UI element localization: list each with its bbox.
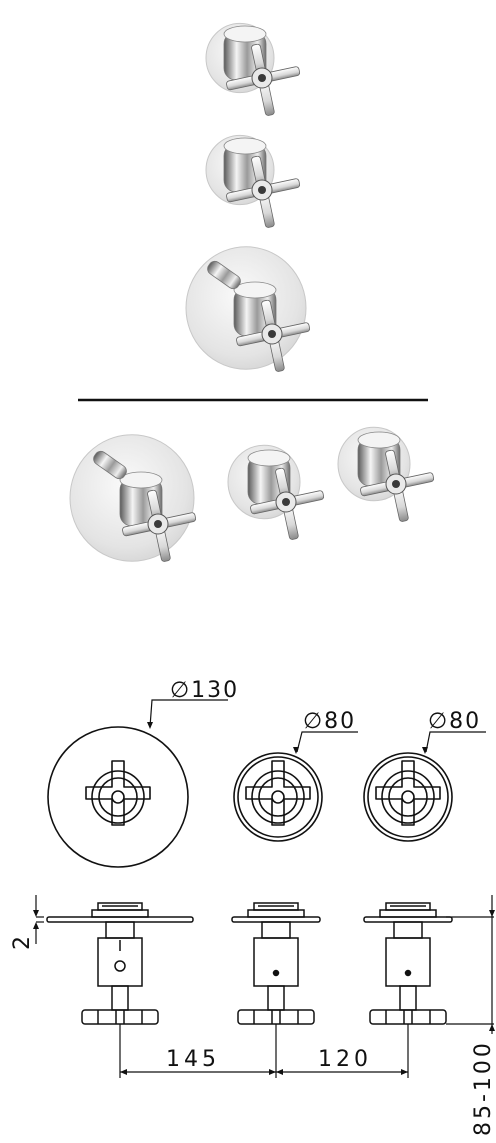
dim-spacing-right: 120	[318, 1047, 372, 1072]
front-handle	[233, 752, 323, 842]
handle-ring-inner	[98, 777, 138, 817]
side-handle	[237, 1009, 315, 1025]
front-plate	[47, 726, 189, 868]
mixer-render	[69, 434, 197, 562]
dim-arrowhead	[276, 1069, 283, 1075]
dim-arrowhead	[33, 922, 39, 929]
dim-arrowhead	[293, 747, 299, 754]
handle-hub	[401, 790, 415, 804]
side-cap-top	[97, 902, 143, 911]
handle-ring-inner	[258, 777, 298, 817]
leader-plate-small-2	[425, 731, 486, 753]
mixer-render	[337, 426, 435, 522]
leader-plate-small-1	[296, 731, 358, 753]
side-spindle	[111, 985, 129, 1011]
handle-center	[258, 74, 266, 82]
handle-hub	[111, 790, 125, 804]
dim-arrowhead	[489, 910, 495, 917]
dim-plate-large: ∅130	[170, 678, 239, 703]
valve-top	[223, 137, 267, 155]
side-spindle	[399, 985, 417, 1011]
side-body	[385, 937, 431, 987]
side-dot	[404, 969, 412, 977]
side-neck	[105, 921, 135, 939]
dim-arrowhead	[120, 1069, 127, 1075]
side-cap-base	[247, 909, 305, 918]
side-cap-base	[379, 909, 437, 918]
mixer-render	[205, 134, 301, 228]
front-plate	[233, 752, 323, 842]
dim-arrowhead	[269, 1069, 276, 1075]
side-view	[46, 902, 453, 1025]
handle-ring-outer	[251, 770, 305, 824]
side-valve	[363, 902, 453, 1025]
handle-ring-outer	[381, 770, 435, 824]
side-cap-top	[253, 902, 299, 911]
handle-center	[282, 498, 290, 506]
front-plate-inner	[237, 756, 319, 838]
dim-arrowhead	[33, 910, 39, 917]
valve-top	[233, 281, 277, 299]
side-valve	[46, 902, 194, 1025]
side-neck	[393, 921, 423, 939]
side-cap-base	[91, 909, 149, 918]
mixer-render	[185, 246, 311, 372]
handle-center	[154, 520, 162, 528]
side-body	[253, 937, 299, 987]
front-handle	[363, 752, 453, 842]
handle-ring-outer	[91, 770, 145, 824]
dim-plate-small-1: ∅80	[303, 709, 356, 734]
dimension-lines	[33, 699, 495, 1078]
side-valve	[231, 902, 321, 1025]
side-neck	[261, 921, 291, 939]
side-handle	[369, 1009, 447, 1025]
side-cap-top	[385, 902, 431, 911]
dim-spacing-left: 145	[166, 1047, 220, 1072]
dim-arrowhead	[147, 722, 153, 729]
dim-arrowhead	[489, 1024, 495, 1031]
side-handle	[81, 1009, 159, 1025]
valve-top	[119, 471, 163, 489]
dim-plate-small-2: ∅80	[428, 709, 481, 734]
dim-wall-depth: 85-100	[471, 1040, 496, 1136]
dim-arrowhead	[422, 747, 428, 754]
dim-plate-thickness: 2	[10, 936, 35, 950]
cross-handle-icon	[85, 760, 151, 826]
valve-top	[357, 431, 401, 449]
product-renders	[69, 22, 435, 562]
side-spindle	[267, 985, 285, 1011]
diverter-lever	[207, 260, 241, 290]
leader-plate-large	[149, 699, 228, 728]
dim-arrowhead	[401, 1069, 408, 1075]
front-plate-inner	[367, 756, 449, 838]
diverter-lever	[93, 450, 127, 480]
mixer-render	[205, 22, 301, 116]
front-view	[47, 726, 453, 868]
handle-center	[392, 480, 400, 488]
mixer-render	[227, 444, 325, 540]
front-plate	[363, 752, 453, 842]
cross-handle-icon	[245, 760, 311, 826]
handle-center	[268, 330, 276, 338]
side-dot	[114, 960, 126, 972]
cross-handle-icon	[375, 760, 441, 826]
front-handle	[47, 726, 189, 868]
valve-top	[247, 449, 291, 467]
handle-ring-inner	[388, 777, 428, 817]
valve-top	[223, 25, 267, 43]
handle-hub	[271, 790, 285, 804]
handle-center	[258, 186, 266, 194]
side-dot	[272, 969, 280, 977]
